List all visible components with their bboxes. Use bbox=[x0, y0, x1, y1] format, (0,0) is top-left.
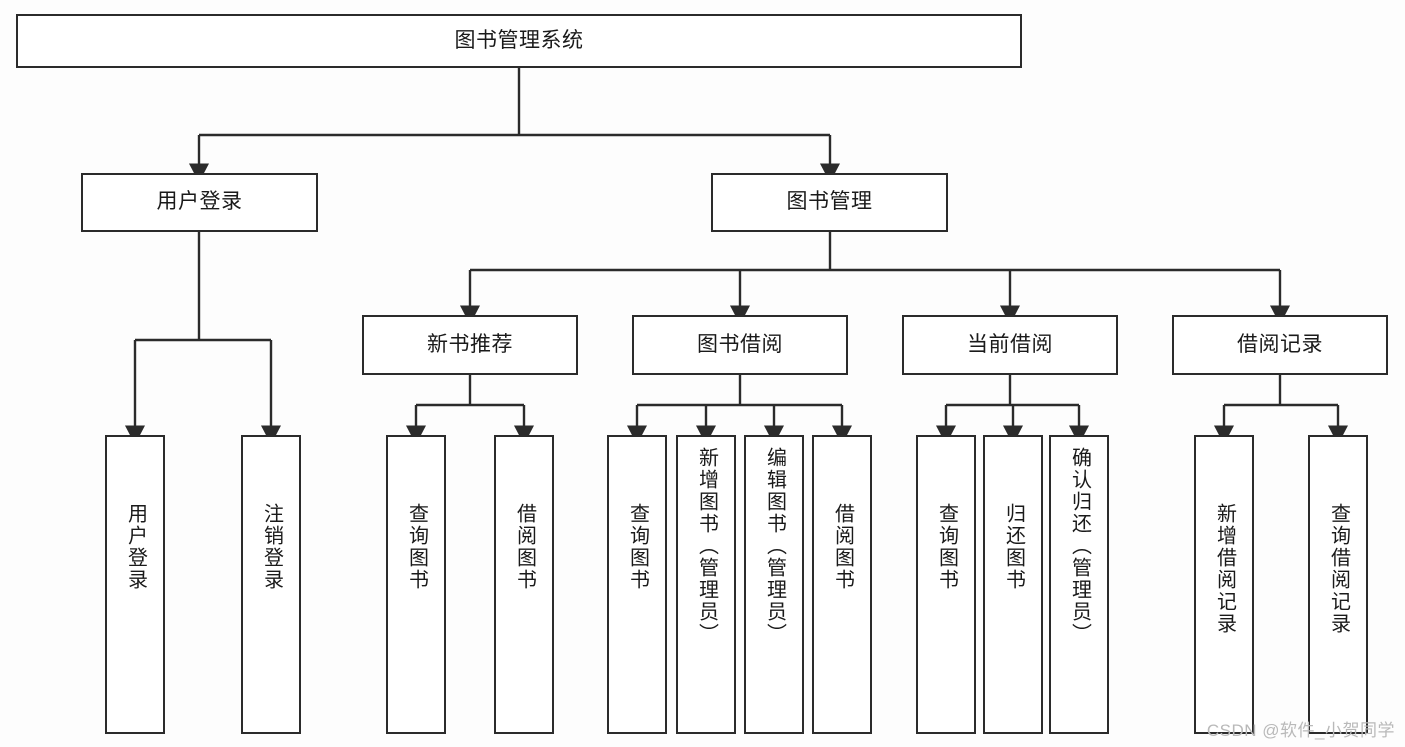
node-label: 确认归还（管理员） bbox=[1068, 447, 1091, 645]
node-label: 查询图书 bbox=[626, 503, 649, 591]
node-new-book-recommend[interactable]: 新书推荐 bbox=[362, 315, 578, 375]
node-label: 用户登录 bbox=[156, 190, 243, 214]
leaf-add-borrow-record[interactable]: 新增借阅记录 bbox=[1194, 435, 1254, 734]
leaf-query-borrow-record[interactable]: 查询借阅记录 bbox=[1308, 435, 1368, 734]
leaf-query-book[interactable]: 查询图书 bbox=[607, 435, 667, 734]
leaf-return-book[interactable]: 归还图书 bbox=[983, 435, 1043, 734]
node-label: 借阅记录 bbox=[1237, 332, 1323, 356]
leaf-query-book-current[interactable]: 查询图书 bbox=[916, 435, 976, 734]
node-label: 查询图书 bbox=[405, 503, 428, 591]
node-label: 当前借阅 bbox=[967, 332, 1053, 356]
leaf-borrow-book[interactable]: 借阅图书 bbox=[812, 435, 872, 734]
node-book-management[interactable]: 图书管理 bbox=[711, 173, 948, 232]
node-borrow-record[interactable]: 借阅记录 bbox=[1172, 315, 1388, 375]
node-label: 借阅图书 bbox=[513, 503, 536, 591]
node-label: 新增借阅记录 bbox=[1213, 503, 1236, 635]
leaf-logout-login[interactable]: 注销登录 bbox=[241, 435, 301, 734]
leaf-confirm-return-admin[interactable]: 确认归还（管理员） bbox=[1049, 435, 1109, 734]
node-label: 编辑图书（管理员） bbox=[763, 447, 786, 645]
node-root-system[interactable]: 图书管理系统 bbox=[16, 14, 1022, 68]
leaf-user-login[interactable]: 用户登录 bbox=[105, 435, 165, 734]
node-label: 图书管理 bbox=[786, 190, 873, 214]
leaf-edit-book-admin[interactable]: 编辑图书（管理员） bbox=[744, 435, 804, 734]
node-current-borrow[interactable]: 当前借阅 bbox=[902, 315, 1118, 375]
leaf-add-book-admin[interactable]: 新增图书（管理员） bbox=[676, 435, 736, 734]
leaf-query-book-recommend[interactable]: 查询图书 bbox=[386, 435, 446, 734]
node-label: 用户登录 bbox=[124, 503, 147, 591]
node-book-borrow[interactable]: 图书借阅 bbox=[632, 315, 848, 375]
node-label: 图书管理系统 bbox=[454, 28, 584, 52]
node-label: 查询图书 bbox=[935, 503, 958, 591]
node-label: 查询借阅记录 bbox=[1327, 503, 1350, 635]
node-label: 注销登录 bbox=[260, 503, 283, 591]
node-label: 新书推荐 bbox=[427, 332, 513, 356]
node-label: 图书借阅 bbox=[697, 332, 783, 356]
node-label: 借阅图书 bbox=[831, 503, 854, 591]
leaf-borrow-book-recommend[interactable]: 借阅图书 bbox=[494, 435, 554, 734]
node-label: 归还图书 bbox=[1002, 503, 1025, 591]
csdn-watermark: CSDN @软件_小贺同学 bbox=[1206, 721, 1395, 740]
node-label: 新增图书（管理员） bbox=[695, 447, 718, 645]
node-user-login[interactable]: 用户登录 bbox=[81, 173, 318, 232]
